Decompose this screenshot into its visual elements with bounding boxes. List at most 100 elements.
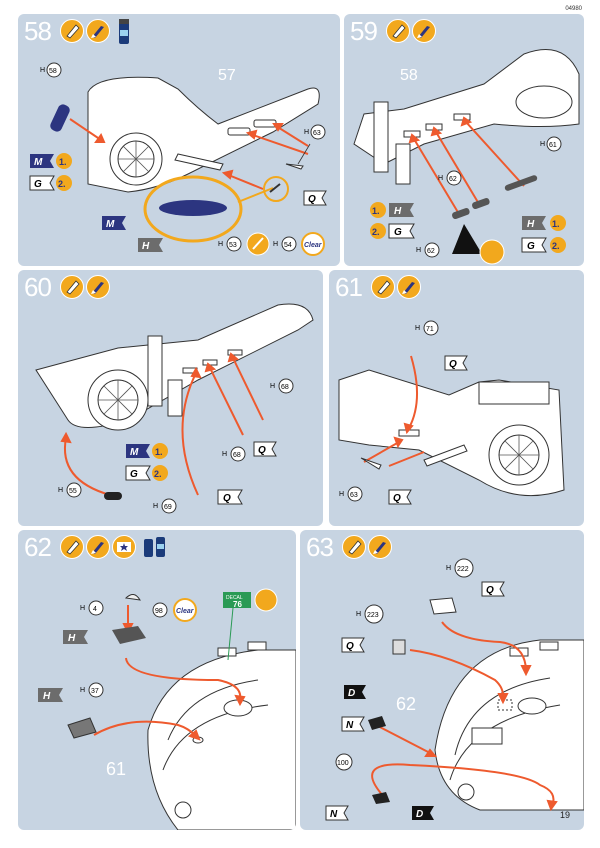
svg-text:H: H (270, 383, 275, 390)
svg-text:H: H (415, 325, 420, 332)
svg-text:H: H (394, 206, 402, 217)
svg-text:H: H (43, 691, 51, 702)
callout-h53: H 53 (218, 236, 242, 252)
svg-text:H: H (356, 611, 361, 618)
svg-text:Q: Q (393, 493, 401, 504)
glue-tube-icon (60, 19, 84, 43)
flag-q-2: Q (217, 489, 243, 505)
part-label-62: 62 (396, 694, 416, 714)
order-badge-2: 2. (56, 175, 72, 191)
step-number: 62 (24, 532, 52, 562)
paint-brush-icon (412, 19, 436, 43)
svg-text:4: 4 (93, 606, 97, 613)
flag-g-1: G (29, 175, 55, 191)
callout-100: 100 (335, 753, 353, 771)
order-badge-1: 1. (56, 153, 72, 169)
svg-text:M: M (106, 219, 115, 230)
clear-varnish-icon: Clear (301, 232, 325, 256)
step-58-panel: 58 M 1. G 2. M (18, 14, 340, 266)
svg-text:Q: Q (346, 641, 354, 652)
svg-text:Q: Q (308, 194, 316, 205)
flag-h-1: H (63, 630, 88, 644)
svg-text:H: H (273, 241, 278, 248)
svg-text:Q: Q (486, 585, 494, 596)
flag-n-1: N (341, 716, 365, 732)
svg-text:M: M (34, 157, 43, 168)
svg-text:62: 62 (427, 248, 435, 255)
svg-text:H: H (153, 503, 158, 510)
svg-text:H: H (446, 565, 451, 572)
svg-text:63: 63 (350, 492, 358, 499)
svg-text:M: M (130, 447, 139, 458)
svg-text:H: H (339, 491, 344, 498)
svg-text:H: H (222, 451, 227, 458)
flag-h: H (138, 238, 163, 252)
part-label-61: 61 (106, 759, 126, 779)
svg-text:2.: 2. (372, 227, 380, 237)
svg-text:Clear: Clear (304, 242, 323, 249)
svg-text:61: 61 (549, 142, 557, 149)
paint-brush-icon (397, 275, 421, 299)
flag-q-1: Q (481, 581, 505, 597)
svg-text:D: D (416, 809, 423, 820)
callout-h71: H 71 (415, 320, 439, 336)
svg-text:Q: Q (258, 445, 266, 456)
flag-d-2: D (412, 806, 434, 820)
callout-h222: H 222 (446, 558, 474, 578)
svg-text:G: G (527, 241, 535, 252)
svg-text:H: H (527, 219, 535, 230)
svg-text:Clear: Clear (176, 608, 195, 615)
svg-text:98: 98 (155, 608, 163, 615)
part-label-58: 58 (400, 67, 418, 84)
svg-text:68: 68 (233, 452, 241, 459)
svg-text:N: N (330, 809, 338, 820)
svg-text:68: 68 (281, 384, 289, 391)
svg-text:Q: Q (223, 493, 231, 504)
paint-brush-icon (86, 19, 110, 43)
skid-part (174, 153, 224, 171)
nose-part-62 (434, 639, 584, 811)
svg-text:222: 222 (457, 566, 469, 573)
flag-m-2: M (102, 216, 126, 230)
svg-text:69: 69 (164, 504, 172, 511)
glue-tube-icon (60, 535, 84, 559)
svg-text:H: H (142, 241, 150, 252)
svg-text:53: 53 (229, 242, 237, 249)
flag-d-1: D (344, 685, 366, 699)
nose-part-61 (147, 649, 296, 830)
svg-text:2.: 2. (58, 179, 66, 189)
svg-text:H: H (218, 241, 223, 248)
svg-text:G: G (394, 227, 402, 238)
callout-h68b: H 68 (270, 378, 294, 394)
flag-m-1: M (30, 154, 54, 168)
svg-text:G: G (34, 179, 42, 190)
svg-text:76: 76 (233, 600, 242, 609)
flag-q-2: Q (341, 637, 365, 653)
svg-text:Q: Q (449, 359, 457, 370)
glue-tube-icon (60, 275, 84, 299)
step-number: 60 (24, 272, 52, 302)
part-58 (50, 104, 70, 132)
callout-98: 98 (152, 602, 168, 618)
svg-text:71: 71 (426, 326, 434, 333)
svg-text:62: 62 (449, 176, 457, 183)
svg-text:H: H (438, 175, 443, 182)
part-label-57: 57 (218, 67, 236, 84)
clear-varnish-icon: Clear (173, 598, 197, 622)
glue-tube-icon (246, 232, 270, 256)
